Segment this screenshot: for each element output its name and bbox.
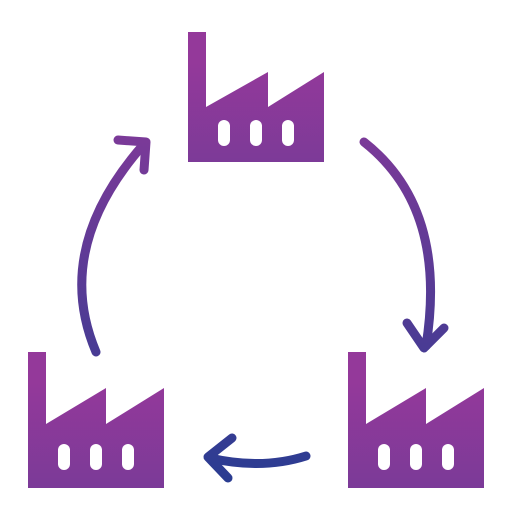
arrow-bottom-right-to-bottom-left-head xyxy=(203,433,237,483)
arrow-bottom-left-to-top-icon xyxy=(77,139,149,357)
top-factory-icon xyxy=(188,32,324,162)
arrow-top-to-bottom-right-icon xyxy=(359,137,436,351)
arrow-top-to-bottom-right-head xyxy=(402,318,449,353)
bottom-left-factory-icon xyxy=(28,352,164,488)
bottom-right-factory-icon xyxy=(348,352,484,488)
arrow-bottom-right-to-bottom-left-icon xyxy=(205,451,311,468)
arrow-bottom-left-to-top-head xyxy=(113,135,151,175)
